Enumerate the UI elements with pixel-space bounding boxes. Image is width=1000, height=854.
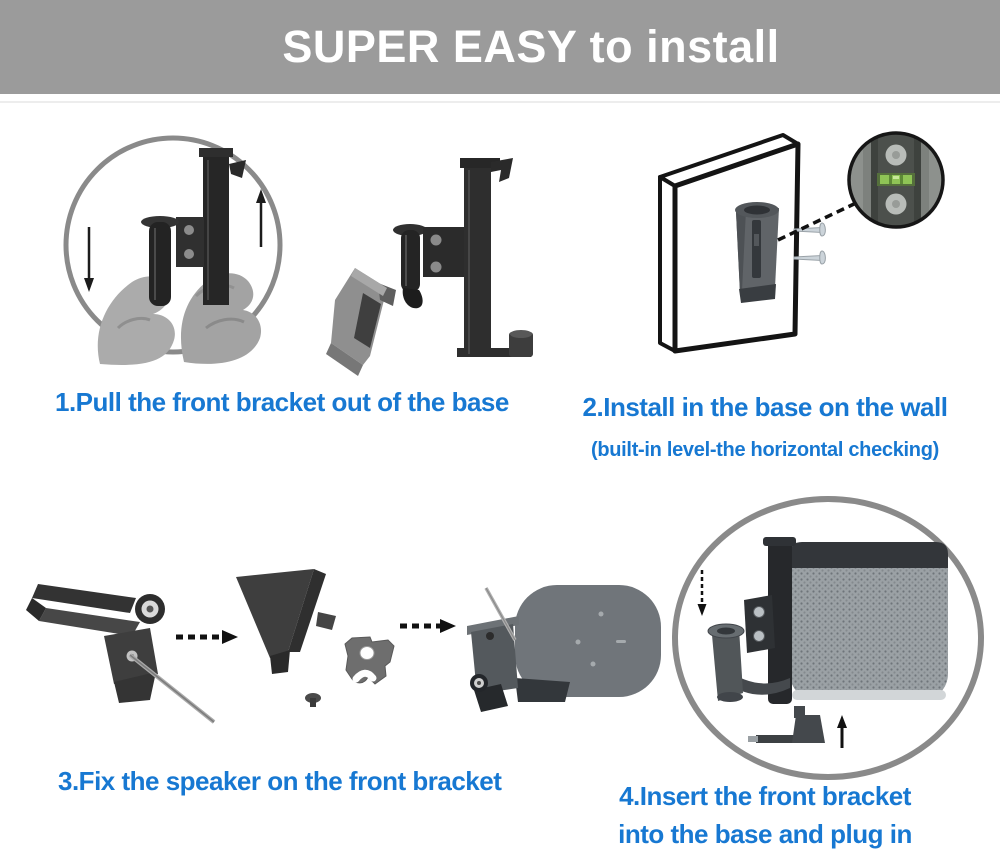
small-screw-icon [305, 693, 321, 707]
wall-base [735, 202, 779, 303]
step3-fastening-sequence [26, 569, 661, 724]
step2-caption: 2.Install in the base on the wall [582, 392, 948, 422]
zoom-callout-line [777, 202, 855, 242]
banner-title: SUPER EASY to install [282, 21, 780, 72]
wall [658, 133, 801, 354]
step1-hands-pulling-photo [63, 135, 283, 365]
down-arrow-icon [84, 227, 94, 292]
speaker-top-view [515, 585, 661, 702]
pin-part [393, 224, 427, 309]
step2-wall-mount-illustration [658, 133, 855, 354]
dashed-arrow-right-icon [400, 619, 456, 633]
base-sleeve-part [141, 216, 179, 306]
dashed-arrow-right-icon [176, 630, 238, 644]
dashed-arrow-down-icon [697, 570, 707, 616]
step4-caption-line1: 4.Insert the front bracket [619, 781, 911, 811]
screw-icon [793, 250, 826, 265]
bubble-level-detail [849, 133, 943, 227]
up-arrow-icon [837, 715, 847, 748]
front-bracket-arm [763, 537, 796, 704]
plug-connector [748, 706, 825, 743]
front-bracket-part [176, 148, 246, 305]
up-arrow-icon [256, 189, 266, 247]
bracket-with-tool [26, 584, 216, 724]
banner-divider [0, 101, 1000, 103]
wall-base-bracket [707, 595, 790, 702]
step4-caption-line2: into the base and plug in [618, 819, 912, 849]
step2-level-inset [847, 131, 945, 229]
step2-subcaption: (built-in level-the horizontal checking) [590, 439, 940, 461]
step3-caption: 3.Fix the speaker on the front bracket [58, 766, 502, 796]
front-bracket-part [423, 158, 533, 357]
clamp-plate [344, 636, 395, 685]
step1-bracket-parts-illustration [326, 158, 533, 376]
inset-circle-frame [847, 131, 945, 229]
speaker-bracket-with-tool [467, 587, 519, 712]
banner: SUPER EASY to install [0, 0, 1000, 94]
step1-caption: 1.Pull the front bracket out of the base [55, 387, 509, 417]
speaker-body [790, 542, 948, 700]
screw-icon [793, 222, 826, 237]
step4-caption: 4.Insert the front bracket into the base… [595, 777, 935, 853]
base-wedge-part [326, 268, 396, 376]
front-bracket-tilted [236, 569, 336, 674]
step4-mounted-speaker-photo [672, 496, 984, 780]
